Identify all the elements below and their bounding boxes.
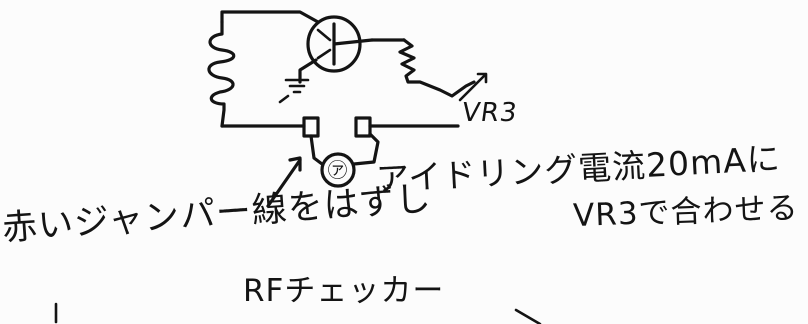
inductor-coil <box>207 20 236 128</box>
vr3-label: VR3 <box>459 98 520 128</box>
terminal-right <box>354 116 372 138</box>
vr3-adjust-text: VR3で合わせる <box>572 190 800 234</box>
ammeter-circle <box>320 152 356 188</box>
transistor-base <box>332 22 374 66</box>
wire-top <box>220 10 320 24</box>
variable-arrow <box>458 72 488 102</box>
pointer-arrowhead <box>288 156 302 172</box>
ground-lead <box>298 58 318 84</box>
ground-symbol <box>278 78 310 104</box>
rf-checker-text: RFチェッカー <box>243 273 445 309</box>
meter-loop <box>309 132 380 166</box>
resistor-vr3 <box>398 38 476 98</box>
ammeter-label: ㋐ <box>327 158 349 182</box>
terminal-left <box>302 116 320 138</box>
pointer-arrow <box>266 158 302 208</box>
transistor-symbol <box>306 15 362 73</box>
stray-mark-right <box>514 308 542 324</box>
transistor-leg <box>316 28 332 60</box>
